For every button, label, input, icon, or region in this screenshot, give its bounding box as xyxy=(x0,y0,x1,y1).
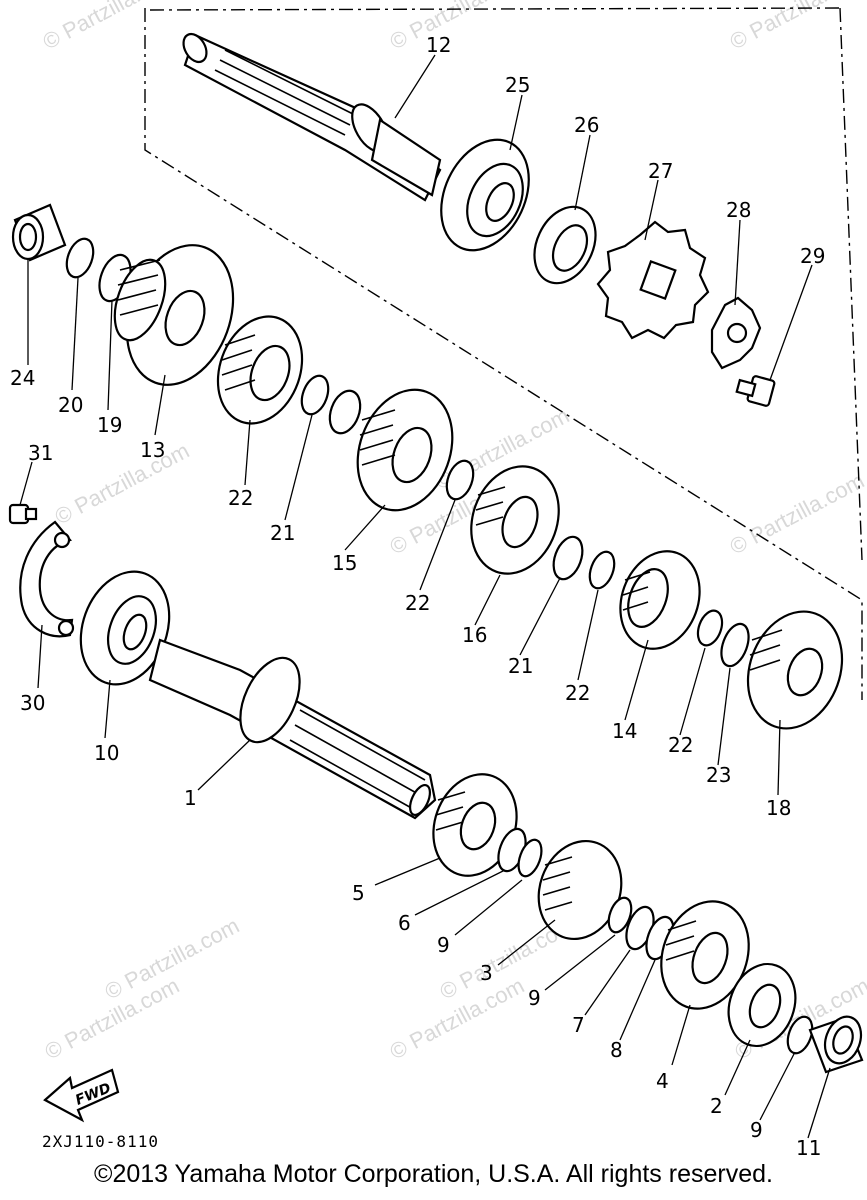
callout-labels: 12 25 26 27 28 29 24 20 19 13 31 22 21 1… xyxy=(10,33,825,1160)
circlip-part xyxy=(65,237,95,279)
callout-19: 19 xyxy=(97,413,122,437)
gear-part xyxy=(746,610,844,730)
circlip-part xyxy=(696,609,724,647)
oil-seal-part xyxy=(533,205,597,285)
watermark: © Partzilla.com xyxy=(726,468,867,560)
callout-24: 24 xyxy=(10,366,35,390)
watermark: © Partzilla.com xyxy=(51,438,194,530)
callout-13: 13 xyxy=(140,438,165,462)
circlip-part xyxy=(607,896,633,934)
stopper-plate-part xyxy=(19,520,75,638)
fwd-arrow-icon: FWD xyxy=(43,1068,120,1123)
washer-part xyxy=(328,389,362,435)
callout-2: 2 xyxy=(710,1094,723,1118)
needle-bearing-part xyxy=(808,1015,864,1074)
callout-18: 18 xyxy=(766,796,791,820)
callout-30: 30 xyxy=(20,691,45,715)
callout-12: 12 xyxy=(426,33,451,57)
callout-31: 31 xyxy=(28,441,53,465)
circlip-part xyxy=(300,374,330,416)
bolt-part xyxy=(735,375,776,407)
circlip-part xyxy=(588,550,616,590)
callout-8: 8 xyxy=(610,1038,623,1062)
bearing-part xyxy=(79,570,171,686)
callout-9: 9 xyxy=(750,1118,763,1142)
circlip-part xyxy=(445,459,475,501)
leader-lines xyxy=(19,54,831,1139)
sprocket-part xyxy=(596,220,710,340)
gear-part xyxy=(727,962,797,1048)
callout-29: 29 xyxy=(800,244,825,268)
callout-22: 22 xyxy=(668,733,693,757)
copyright-notice: ©2013 Yamaha Motor Corporation, U.S.A. A… xyxy=(94,1160,773,1188)
gear-part xyxy=(432,773,518,877)
callout-1: 1 xyxy=(184,786,197,810)
circlip-part xyxy=(786,1015,814,1055)
needle-bearing-part xyxy=(11,203,67,262)
callout-10: 10 xyxy=(94,741,119,765)
gear-part xyxy=(470,465,560,575)
assembly-boundary xyxy=(144,7,863,700)
gear-part xyxy=(216,315,304,425)
washer-part xyxy=(720,622,750,668)
callout-28: 28 xyxy=(726,198,751,222)
callout-22: 22 xyxy=(405,591,430,615)
callout-6: 6 xyxy=(398,911,411,935)
callout-22: 22 xyxy=(565,681,590,705)
screw-part xyxy=(8,503,38,525)
callout-20: 20 xyxy=(58,393,83,417)
watermark: © Partzilla.com xyxy=(386,0,529,54)
callout-9: 9 xyxy=(528,986,541,1010)
bearing-part xyxy=(440,138,530,252)
callout-16: 16 xyxy=(462,623,487,647)
callout-23: 23 xyxy=(706,763,731,787)
lock-washer-part xyxy=(710,296,762,370)
gear-part xyxy=(537,839,623,941)
gear-part xyxy=(356,388,454,512)
drive-axle-part xyxy=(182,32,442,202)
callout-15: 15 xyxy=(332,551,357,575)
callout-25: 25 xyxy=(505,73,530,97)
main-axle-part xyxy=(148,638,437,820)
callout-26: 26 xyxy=(574,113,599,137)
washer-part xyxy=(552,535,584,581)
callout-21: 21 xyxy=(508,654,533,678)
catalog-code: 2XJ110-8110 xyxy=(42,1132,159,1151)
callout-7: 7 xyxy=(572,1013,585,1037)
callout-9: 9 xyxy=(437,933,450,957)
callout-3: 3 xyxy=(480,961,493,985)
gear-part xyxy=(619,550,701,650)
watermark-layer: © Partzilla.com © Partzilla.com © Partzi… xyxy=(39,0,867,1064)
callout-11: 11 xyxy=(796,1136,821,1160)
gear-part xyxy=(113,244,235,386)
callout-22: 22 xyxy=(228,486,253,510)
watermark: © Partzilla.com xyxy=(39,0,182,54)
callout-5: 5 xyxy=(352,881,365,905)
callout-14: 14 xyxy=(612,719,637,743)
callout-4: 4 xyxy=(656,1069,669,1093)
gear-part xyxy=(660,900,750,1010)
callout-21: 21 xyxy=(270,521,295,545)
callout-27: 27 xyxy=(648,159,673,183)
circlip-part xyxy=(517,838,543,878)
